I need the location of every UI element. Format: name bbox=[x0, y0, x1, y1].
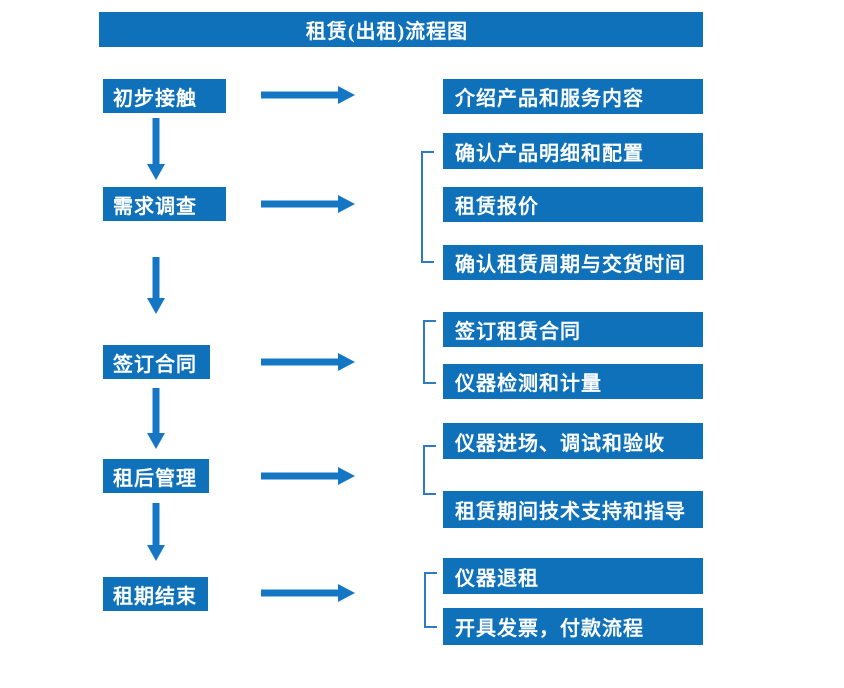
arrow-down-icon bbox=[147, 388, 165, 449]
step-label: 需求调查 bbox=[113, 195, 197, 218]
arrow-right-icon bbox=[261, 86, 355, 104]
step-box-lease-end: 租期结束 bbox=[103, 577, 208, 611]
group-bracket bbox=[423, 320, 436, 384]
detail-label: 仪器检测和计量 bbox=[455, 373, 602, 395]
detail-box-tech-support: 租赁期间技术支持和指导 bbox=[443, 491, 703, 528]
flowchart-title: 租赁(出租)流程图 bbox=[305, 21, 469, 43]
detail-box-instrument-return: 仪器退租 bbox=[443, 558, 703, 594]
step-label: 签订合同 bbox=[113, 353, 197, 376]
flowchart-title-bar: 租赁(出租)流程图 bbox=[99, 12, 703, 47]
detail-label: 确认租赁周期与交货时间 bbox=[455, 254, 686, 276]
arrow-right-icon bbox=[261, 467, 355, 485]
detail-box-instrument-testing: 仪器检测和计量 bbox=[443, 364, 703, 399]
detail-box-rental-quote: 租赁报价 bbox=[443, 187, 703, 222]
step-label: 租后管理 bbox=[113, 467, 197, 490]
detail-box-invoice-payment: 开具发票，付款流程 bbox=[443, 608, 703, 645]
detail-label: 开具发票，付款流程 bbox=[455, 618, 644, 640]
detail-box-sign-lease-contract: 签订租赁合同 bbox=[443, 312, 703, 347]
step-box-sign-contract: 签订合同 bbox=[103, 345, 210, 379]
detail-box-intro-products: 介绍产品和服务内容 bbox=[443, 79, 703, 114]
detail-label: 签订租赁合同 bbox=[455, 321, 581, 343]
detail-box-confirm-product-details: 确认产品明细和配置 bbox=[443, 133, 703, 169]
arrow-right-icon bbox=[261, 195, 355, 213]
group-bracket bbox=[421, 151, 434, 263]
step-label: 租期结束 bbox=[113, 585, 197, 608]
detail-label: 介绍产品和服务内容 bbox=[455, 88, 644, 110]
step-box-needs-survey: 需求调查 bbox=[103, 187, 226, 221]
arrow-down-icon bbox=[147, 503, 165, 561]
step-box-post-rental-management: 租后管理 bbox=[103, 459, 209, 493]
arrow-down-icon bbox=[147, 257, 165, 314]
detail-label: 仪器退租 bbox=[455, 567, 539, 590]
detail-label: 租赁期间技术支持和指导 bbox=[455, 501, 686, 523]
group-bracket bbox=[424, 572, 437, 628]
arrow-right-icon bbox=[261, 584, 355, 602]
arrow-down-icon bbox=[147, 118, 165, 180]
detail-label: 租赁报价 bbox=[455, 196, 539, 218]
detail-box-instrument-setup-acceptance: 仪器进场、调试和验收 bbox=[443, 423, 703, 459]
detail-label: 确认产品明细和配置 bbox=[455, 142, 644, 165]
group-bracket bbox=[423, 445, 436, 495]
step-label: 初步接触 bbox=[113, 87, 197, 110]
detail-label: 仪器进场、调试和验收 bbox=[455, 432, 665, 455]
detail-box-confirm-lease-period: 确认租赁周期与交货时间 bbox=[443, 245, 703, 280]
arrow-right-icon bbox=[261, 353, 355, 371]
step-box-initial-contact: 初步接触 bbox=[103, 79, 226, 113]
